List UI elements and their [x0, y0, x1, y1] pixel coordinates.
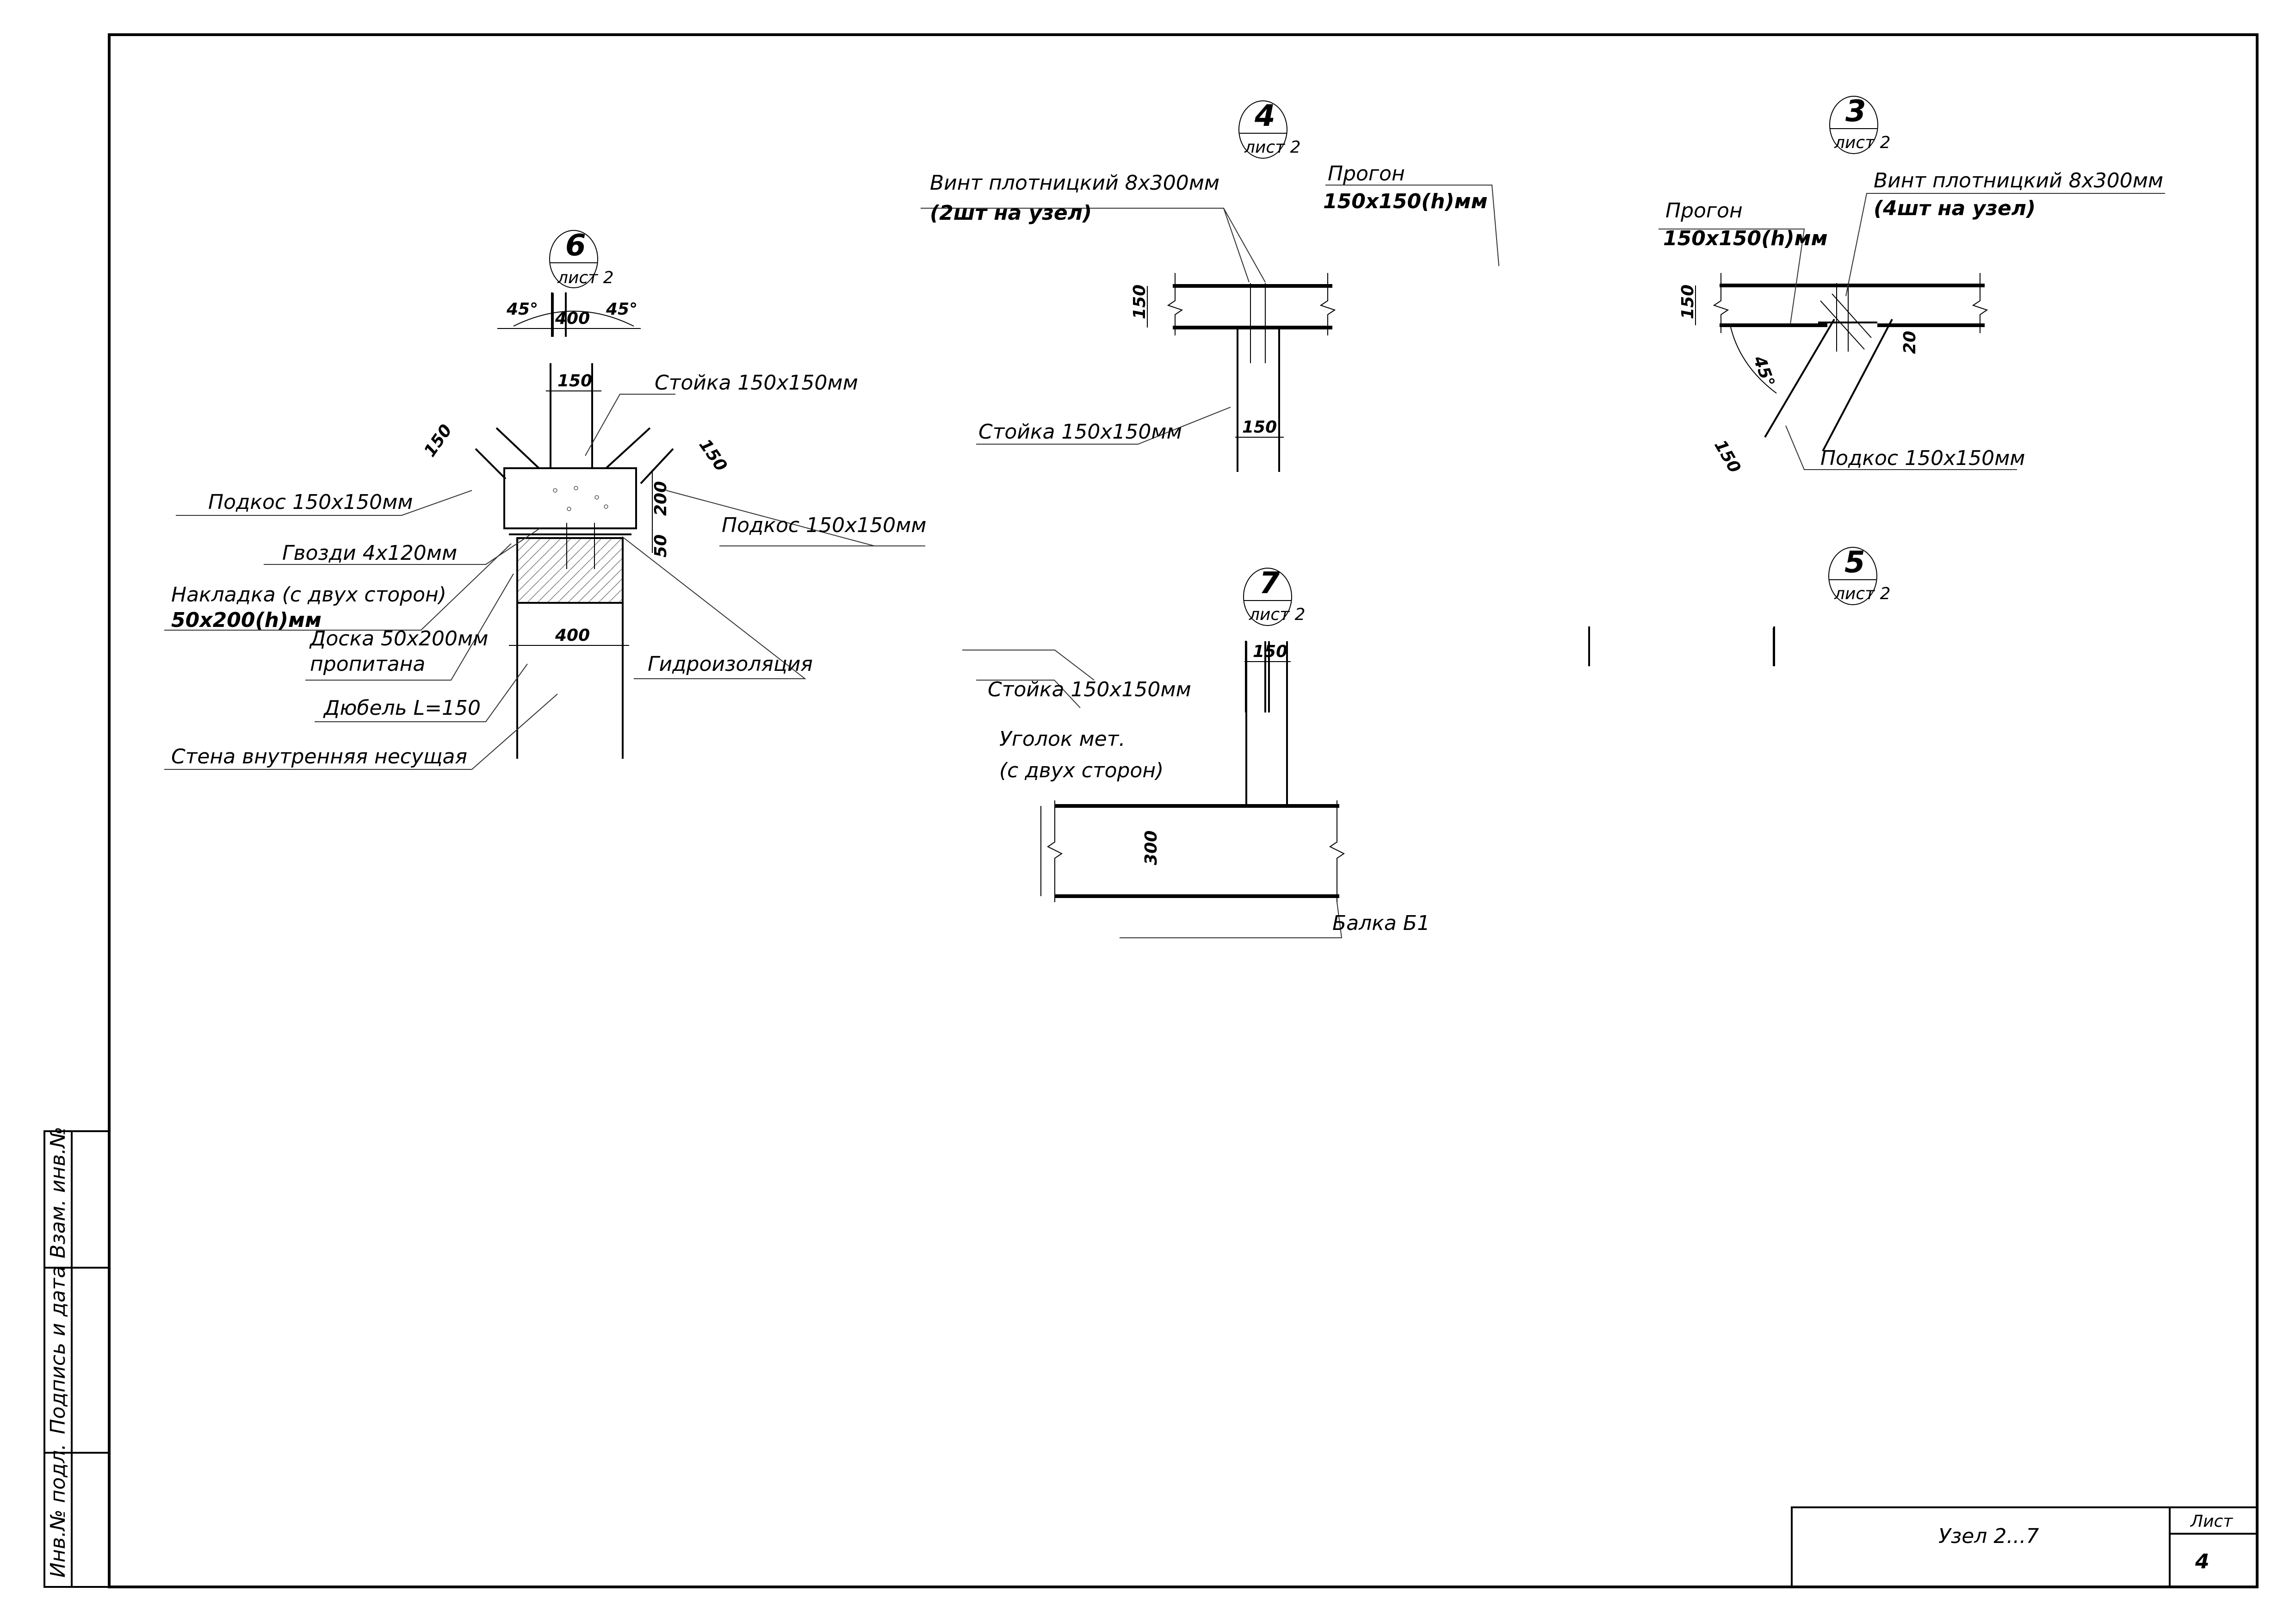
svg-text:20: 20 [1900, 331, 1919, 354]
node-callout-3[interactable]: 3 лист 2 [1829, 94, 1891, 154]
node4-progon-size: 150x150(h)мм [1323, 190, 1488, 213]
svg-text:4: 4 [1254, 99, 1275, 133]
node6-doska-label: Доска 50x200мм [309, 627, 488, 650]
svg-text:150: 150 [421, 421, 456, 460]
node-callout-6[interactable]: 6 лист 2 [549, 229, 614, 288]
svg-text:150: 150 [557, 372, 592, 390]
node4-stoyka-label: Стойка 150x150мм [978, 420, 1182, 444]
svg-text:400: 400 [555, 309, 590, 328]
title-block-sheet-label: Лист [2190, 1512, 2233, 1531]
node6-stena-label: Стена внутренняя несущая [171, 745, 467, 768]
svg-text:45°: 45° [606, 300, 637, 319]
svg-text:150: 150 [1710, 437, 1744, 477]
node6-gidro-label: Гидроизоляция [648, 652, 813, 676]
title-block-sheet-number: 4 [2195, 1550, 2209, 1573]
svg-text:лист 2: лист 2 [1834, 584, 1891, 603]
svg-text:150: 150 [1253, 642, 1287, 661]
node3-progon-label: Прогон [1665, 199, 1743, 223]
node3-progon-size: 150x150(h)мм [1663, 227, 1828, 250]
node-callout-7[interactable]: 7 лист 2 [1243, 566, 1306, 626]
node3-vint-label: Винт плотницкий 8x300мм [1874, 169, 2163, 192]
node4-progon-label: Прогон [1328, 162, 1405, 186]
svg-text:300: 300 [1142, 830, 1161, 865]
title-block: Узел 2...7 Лист 4 [1791, 1506, 2258, 1588]
svg-text:150: 150 [1678, 285, 1697, 319]
svg-text:6: 6 [565, 229, 586, 263]
node-callout-4[interactable]: 4 лист 2 [1238, 99, 1301, 159]
svg-text:200: 200 [651, 481, 670, 516]
svg-text:150: 150 [1130, 285, 1149, 319]
svg-text:лист 2: лист 2 [1244, 138, 1301, 157]
stamp-vzam: Взам. инв.№ [46, 1127, 70, 1258]
svg-text:400: 400 [555, 626, 590, 645]
node6-gvozdi-label: Гвозди 4x120мм [282, 541, 457, 565]
svg-text:лист 2: лист 2 [1249, 605, 1306, 624]
node6-dubel-label: Дюбель L=150 [323, 696, 481, 720]
title-block-name: Узел 2...7 [1938, 1524, 2039, 1548]
side-stamp: Взам. инв.№ Подпись и дата Инв.№ подл. [43, 1127, 110, 1588]
node-3: 3 лист 2 150 45° 20 150 Прогон 150x150(h… [1659, 94, 2165, 477]
node6-nakladka-label: Накладка (с двух сторон) [171, 583, 446, 607]
node-4: 4 лист 2 [921, 99, 1499, 472]
node6-podkos-left-label: Подкос 150x150мм [208, 490, 413, 514]
svg-text:50: 50 [651, 534, 670, 558]
stamp-podpis: Подпись и дата [46, 1266, 70, 1434]
node4-vint-count: (2шт на узел) [930, 201, 1092, 225]
node6-doska-note: пропитана [310, 652, 425, 676]
node3-vint-count: (4шт на узел) [1874, 197, 2036, 220]
svg-text:лист 2: лист 2 [557, 268, 614, 287]
node3-podkos-label: Подкос 150x150мм [1820, 446, 2025, 470]
stamp-inv: Инв.№ подл. [46, 1443, 70, 1578]
node6-podkos-right-label: Подкос 150x150мм [722, 514, 927, 537]
svg-text:лист 2: лист 2 [1834, 133, 1891, 152]
svg-text:150: 150 [695, 436, 731, 475]
node-callout-5[interactable]: 5 лист 2 [1828, 545, 1891, 605]
node-5: 5 лист 2 [1588, 545, 1891, 666]
sheet-frame [108, 33, 2259, 1588]
node-6: 6 лист 2 150 45° [164, 229, 927, 770]
node-7: 7 лист 2 300 150 Стойка 150x150мм Уголок… [962, 566, 1430, 938]
node7-ugolok-label: Уголок мет. [999, 727, 1125, 751]
node7-balka-label: Балка Б1 [1332, 911, 1430, 935]
node4-vint-label: Винт плотницкий 8x300мм [930, 171, 1219, 195]
node7-ugolok-note: (с двух сторон) [999, 759, 1163, 782]
svg-text:150: 150 [1242, 418, 1277, 437]
svg-text:45°: 45° [506, 300, 538, 319]
svg-text:7: 7 [1259, 566, 1280, 601]
node7-stoyka-label: Стойка 150x150мм [988, 678, 1191, 701]
svg-text:3: 3 [1845, 94, 1866, 129]
node6-nakladka-size: 50x200(h)мм [171, 608, 322, 632]
node6-stoyka-label: Стойка 150x150мм [655, 371, 858, 395]
svg-text:5: 5 [1844, 545, 1865, 580]
